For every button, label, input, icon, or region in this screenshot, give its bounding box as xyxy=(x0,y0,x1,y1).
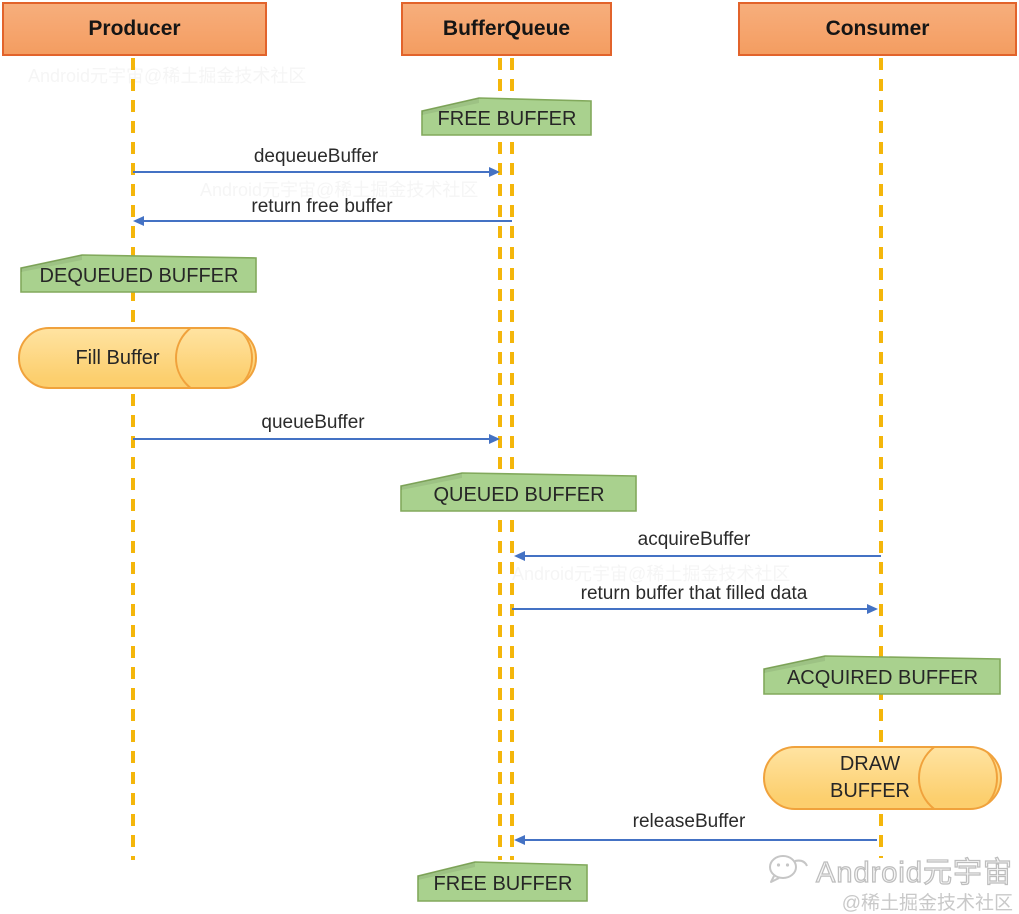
watermark: Android元宇宙 @稀土掘金技术社区 xyxy=(768,849,1013,914)
lifeline-consumer xyxy=(879,58,883,858)
banner-shape-icon xyxy=(763,655,1001,695)
watermark-credit: @稀土掘金技术社区 xyxy=(841,893,1013,914)
state-label: FREE BUFFER xyxy=(433,873,573,895)
state-label: DEQUEUED BUFFER xyxy=(39,265,239,287)
actor-label-consumer: Consumer xyxy=(825,17,930,40)
message-label-dequeuebuffer: dequeueBuffer xyxy=(253,146,379,167)
state-banner-free-buffer-bottom: FREE BUFFER xyxy=(417,860,589,902)
lifeline-bufferqueue-left xyxy=(498,58,502,860)
watermark-brand: Android元宇宙 xyxy=(815,856,1013,889)
banner-shape-icon xyxy=(421,97,592,136)
message-label-acquirebuffer: acquireBuffer xyxy=(637,529,751,550)
pill-end-circle-icon xyxy=(175,329,253,387)
banner-shape-icon xyxy=(417,861,588,902)
actor-label-bufferqueue: BufferQueue xyxy=(442,17,571,40)
activity-label-fill-buffer: Fill Buffer xyxy=(75,346,160,369)
message-label-return-free-buffer: return free buffer xyxy=(251,196,393,217)
actor-header-producer: Producer xyxy=(2,2,267,56)
arrowhead-right-icon xyxy=(489,167,500,177)
arrowhead-right-icon xyxy=(489,434,500,444)
message-arrow-return-free-buffer xyxy=(144,220,512,222)
ghost-watermark: Android元宇宙@稀土掘金技术社区 xyxy=(28,66,307,86)
message-arrow-acquirebuffer xyxy=(525,555,881,557)
state-banner-queued-buffer: QUEUED BUFFER xyxy=(400,471,638,512)
activity-pill-draw-buffer: DRAW BUFFER xyxy=(763,746,1002,810)
pill-end-circle-icon xyxy=(918,748,998,808)
activity-label-line2: BUFFER xyxy=(830,780,910,802)
activity-pill-fill-buffer: Fill Buffer xyxy=(18,327,257,389)
banner-shape-icon xyxy=(400,472,637,512)
ghost-watermark: Android元宇宙@稀土掘金技术社区 xyxy=(512,564,791,584)
message-arrow-dequeuebuffer xyxy=(133,171,490,173)
state-banner-acquired-buffer: ACQUIRED BUFFER xyxy=(763,654,1002,695)
activity-label-line1: DRAW xyxy=(839,753,901,775)
state-banner-dequeued-buffer: DEQUEUED BUFFER xyxy=(20,253,258,293)
actor-header-bufferqueue: BufferQueue xyxy=(401,2,612,56)
message-label-queuebuffer: queueBuffer xyxy=(261,412,365,433)
message-label-releasebuffer: releaseBuffer xyxy=(632,811,746,832)
state-label: QUEUED BUFFER xyxy=(433,483,605,506)
message-arrow-return-filled-buffer xyxy=(512,608,868,610)
message-arrow-releasebuffer xyxy=(525,839,877,841)
actor-label-producer: Producer xyxy=(88,17,181,40)
arrowhead-left-icon xyxy=(133,216,144,226)
arrowhead-left-icon xyxy=(514,551,525,561)
lifeline-bufferqueue-right xyxy=(510,58,514,860)
message-arrow-queuebuffer xyxy=(133,438,490,440)
wechat-icon xyxy=(769,855,808,883)
activity-label-draw-buffer: DRAW BUFFER xyxy=(765,748,1000,808)
arrowhead-right-icon xyxy=(867,604,878,614)
state-label: FREE BUFFER xyxy=(437,108,577,130)
state-label: ACQUIRED BUFFER xyxy=(786,666,979,689)
state-banner-free-buffer-top: FREE BUFFER xyxy=(421,96,593,136)
banner-shape-icon xyxy=(20,254,257,293)
message-label-return-filled-buffer: return buffer that filled data xyxy=(580,583,808,604)
lifeline-producer xyxy=(131,58,135,860)
ghost-watermark: Android元宇宙@稀土掘金技术社区 xyxy=(200,180,479,200)
arrowhead-left-icon xyxy=(514,835,525,845)
actor-header-consumer: Consumer xyxy=(738,2,1017,56)
